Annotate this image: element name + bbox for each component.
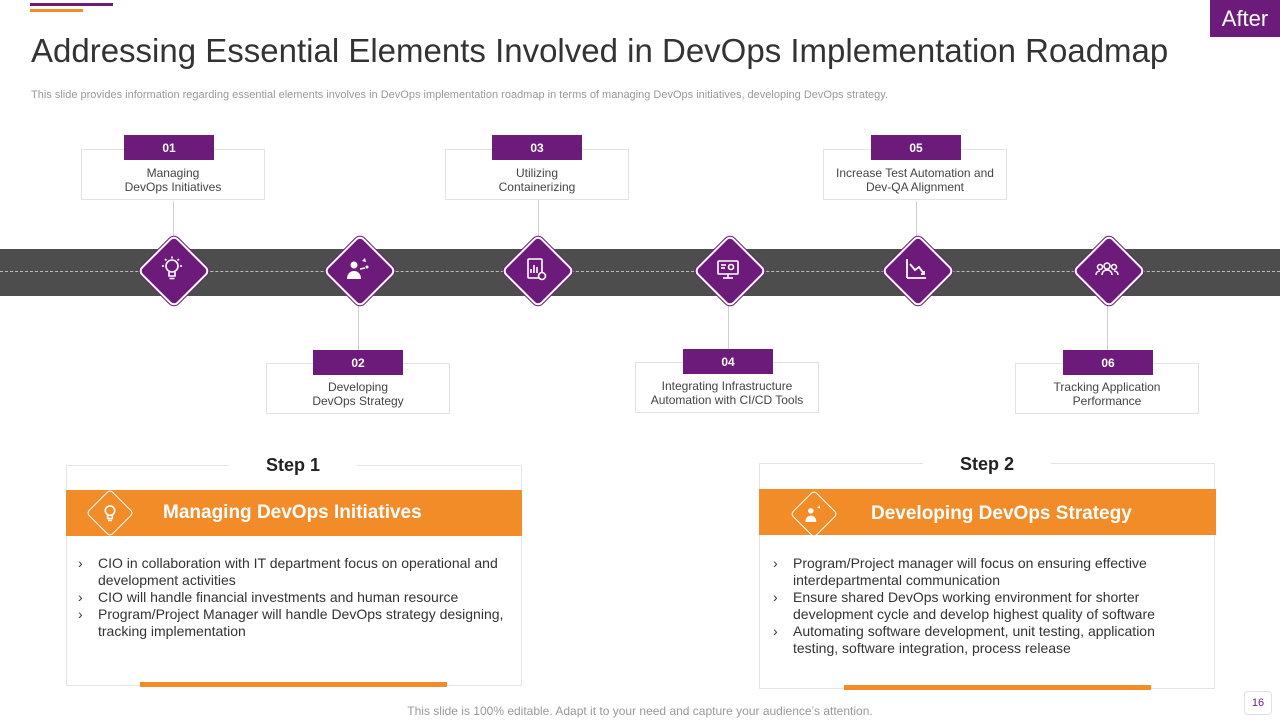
step-1-heading: Managing DevOps Initiatives	[163, 502, 422, 523]
milestone-number-02: 02	[313, 350, 403, 375]
slide-subtitle: This slide provides information regardin…	[31, 89, 888, 101]
step-1-bottom-accent	[140, 682, 447, 687]
page-number: 16	[1244, 691, 1272, 715]
connector-04	[728, 302, 729, 349]
slide-title: Addressing Essential Elements Involved i…	[31, 32, 1169, 69]
footer-note: This slide is 100% editable. Adapt it to…	[407, 704, 873, 718]
step-2-label: Step 2	[923, 452, 1051, 476]
milestone-label-02: Developing DevOps Strategy	[266, 363, 450, 414]
monitor-gear-icon	[708, 249, 748, 289]
milestone-number-01: 01	[124, 135, 214, 160]
milestone-number-06: 06	[1063, 350, 1153, 375]
list-item: ›Ensure shared DevOps working environmen…	[773, 589, 1155, 622]
after-badge: After	[1210, 0, 1280, 37]
connector-02	[358, 302, 359, 350]
declining-chart-icon	[896, 249, 936, 289]
road-center-dashes	[0, 271, 1280, 272]
list-item: ›CIO will handle financial investments a…	[78, 589, 459, 605]
lightbulb-icon	[152, 249, 192, 289]
accent-line-orange	[30, 9, 83, 12]
strategy-person-icon	[803, 503, 825, 525]
team-icon	[1087, 249, 1127, 289]
step-1-header-bar	[66, 490, 522, 536]
list-item: ›Program/Project Manager will handle Dev…	[78, 606, 504, 639]
accent-line-purple	[30, 3, 113, 6]
roadmap-road	[0, 249, 1280, 296]
step-1-bullets: ›CIO in collaboration with IT department…	[78, 555, 518, 640]
document-chart-icon	[516, 249, 556, 289]
connector-05	[916, 201, 917, 241]
milestone-number-05: 05	[871, 135, 961, 160]
step-1-label: Step 1	[229, 453, 357, 477]
lightbulb-icon	[99, 502, 121, 524]
milestone-number-04: 04	[683, 349, 773, 374]
list-item: ›CIO in collaboration with IT department…	[78, 555, 498, 588]
step-2-bullets: ›Program/Project manager will focus on e…	[773, 555, 1203, 657]
connector-06	[1107, 302, 1108, 350]
connector-03	[538, 200, 539, 240]
connector-01	[173, 201, 174, 241]
list-item: ›Program/Project manager will focus on e…	[773, 555, 1147, 588]
step-2-bottom-accent	[844, 685, 1151, 690]
list-item: ›Automating software development, unit t…	[773, 623, 1155, 656]
milestone-number-03: 03	[492, 135, 582, 160]
strategy-person-icon	[338, 249, 378, 289]
step-2-heading: Developing DevOps Strategy	[871, 503, 1132, 524]
